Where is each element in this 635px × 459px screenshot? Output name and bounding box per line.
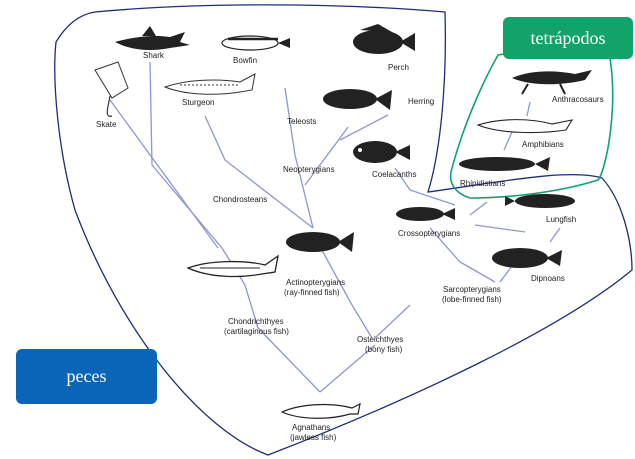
label-lungfish: Lungfish	[546, 215, 576, 224]
label-sarcopterygians: Sarcopterygians	[443, 285, 501, 294]
label-bony: (bony fish)	[365, 345, 403, 354]
label-anthracosaurs: Anthracosaurs	[552, 95, 604, 104]
label-bowfin: Bowfin	[233, 56, 257, 65]
label-jawless: (jawless fish)	[290, 433, 337, 442]
label-neopterygians: Neopterygians	[283, 165, 335, 174]
label-osteichthyes: Osteichthyes	[357, 335, 403, 344]
amphibian-illustration	[476, 119, 574, 134]
label-actinopterygians: Actinopterygians	[286, 278, 345, 287]
label-skate: Skate	[96, 120, 117, 129]
label-teleosts: Teleosts	[287, 117, 316, 126]
label-agnathans: Agnathans	[292, 423, 330, 432]
label-amphibians: Amphibians	[522, 140, 564, 149]
rhipidistian-illustration	[459, 157, 550, 171]
label-herring: Herring	[408, 97, 434, 106]
label-shark: Shark	[143, 51, 165, 60]
skate-illustration	[94, 61, 129, 117]
chondrichthyes-illustration	[186, 254, 279, 278]
dipnoan-illustration	[492, 248, 562, 268]
sturgeon-illustration	[163, 73, 256, 95]
shark-illustration	[115, 26, 190, 50]
anthracosaur-illustration	[512, 70, 592, 95]
crossopterygian-illustration	[396, 207, 455, 221]
label-ray-finned: (ray-finned fish)	[284, 288, 340, 297]
lungfish-illustration	[505, 194, 575, 208]
label-chondrosteans: Chondrosteans	[213, 195, 267, 204]
herring-illustration	[323, 89, 392, 110]
label-chondrichthyes: Chondrichthyes	[228, 317, 284, 326]
label-perch: Perch	[388, 63, 409, 72]
label-dipnoans: Dipnoans	[531, 274, 565, 283]
peces-badge: peces	[16, 349, 157, 404]
label-sturgeon: Sturgeon	[182, 98, 214, 107]
label-lobe-finned: (lobe-finned fish)	[442, 295, 502, 304]
label-rhipidistians: Rhipidistians	[460, 179, 505, 188]
label-cartilaginous: (cartilaginous fish)	[224, 327, 289, 336]
tree-lines	[109, 61, 561, 393]
label-crossopterygians: Crossopterygians	[398, 229, 460, 238]
agnathan-illustration	[280, 402, 361, 419]
tetrapodos-badge: tetrápodos	[503, 17, 633, 59]
bowfin-illustration	[221, 35, 290, 51]
fish-region-outline	[54, 4, 633, 456]
coelacanth-illustration	[353, 141, 410, 163]
label-coelacanths: Coelacanths	[372, 170, 416, 179]
actinopterygian-illustration	[286, 232, 354, 252]
perch-illustration	[353, 24, 415, 54]
